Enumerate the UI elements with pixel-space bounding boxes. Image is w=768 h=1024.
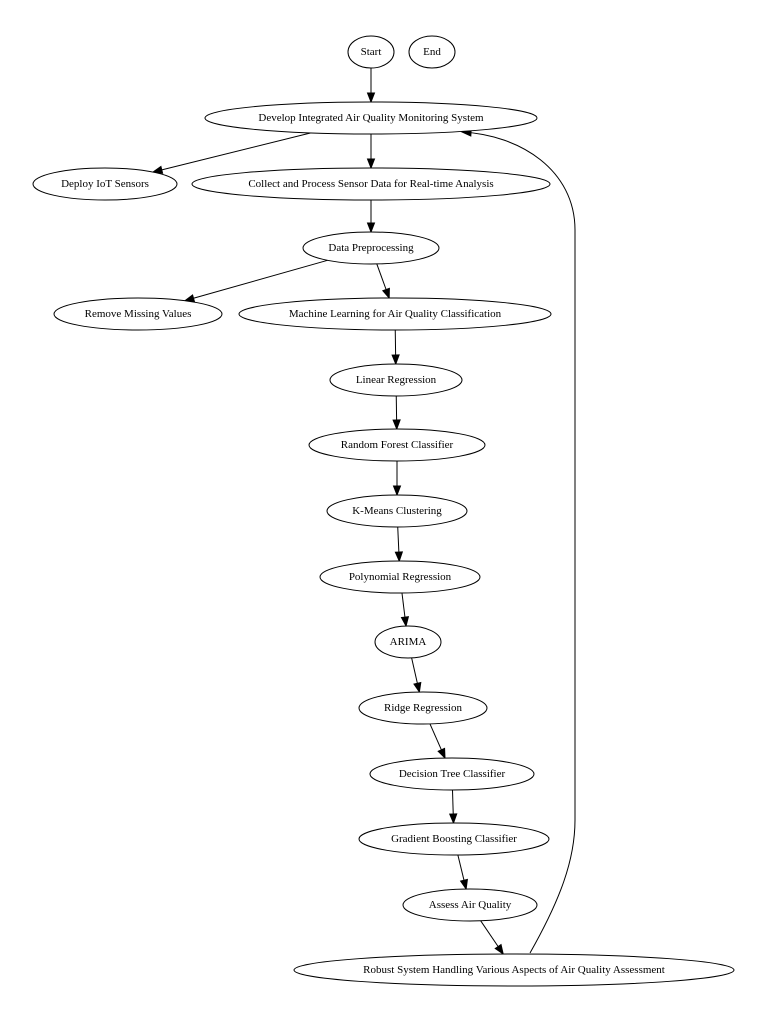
arrowhead-icon (392, 485, 402, 497)
node-develop: Develop Integrated Air Quality Monitorin… (204, 101, 538, 135)
node-shape (347, 35, 395, 69)
arrowhead-icon (366, 92, 376, 104)
node-label: Remove Missing Values (85, 308, 192, 320)
node-shape (302, 231, 440, 265)
edge-start-to-develop (366, 68, 376, 104)
edges-layer (151, 68, 576, 956)
node-start: Start (347, 35, 395, 69)
edge-line (397, 526, 400, 554)
node-kmeans: K-Means Clustering (326, 494, 468, 528)
node-label: Develop Integrated Air Quality Monitorin… (258, 112, 484, 124)
edge-preprocess-to-ml (376, 263, 390, 300)
node-shape (358, 822, 550, 856)
edge-polyreg-to-arima (400, 592, 410, 628)
edge-ml-to-linreg (391, 329, 400, 366)
node-end: End (408, 35, 456, 69)
node-shape (402, 888, 538, 922)
arrowhead-icon (392, 419, 401, 431)
edge-line (160, 132, 312, 171)
arrowhead-icon (394, 551, 404, 563)
node-shape (369, 757, 535, 791)
node-gboost: Gradient Boosting Classifier (358, 822, 550, 856)
node-ml: Machine Learning for Air Quality Classif… (238, 297, 552, 331)
arrowhead-icon (400, 616, 410, 628)
edge-preprocess-to-remove (183, 259, 328, 303)
edge-assess-to-robust (480, 920, 504, 956)
node-ridge: Ridge Regression (358, 691, 488, 725)
node-label: Deploy IoT Sensors (61, 178, 149, 190)
node-shape (326, 494, 468, 528)
edge-rf-to-kmeans (392, 461, 402, 497)
node-label: Collect and Process Sensor Data for Real… (248, 178, 493, 190)
node-label: Polynomial Regression (349, 571, 452, 583)
arrowhead-icon (391, 354, 400, 366)
arrowhead-icon (448, 813, 458, 825)
arrowhead-icon (381, 287, 390, 300)
edge-line (401, 592, 406, 619)
edge-line (451, 789, 454, 816)
edge-arima-to-ridge (411, 657, 422, 694)
node-label: Assess Air Quality (429, 899, 512, 911)
node-shape (358, 691, 488, 725)
arrowhead-icon (494, 943, 504, 956)
edge-line (429, 723, 443, 751)
node-shape (408, 35, 456, 69)
node-shape (53, 297, 223, 331)
node-shape (238, 297, 552, 331)
edge-line (376, 263, 387, 291)
node-label: Robust System Handling Various Aspects o… (363, 964, 665, 976)
node-dtree: Decision Tree Classifier (369, 757, 535, 791)
node-polyreg: Polynomial Regression (319, 560, 481, 594)
arrowhead-icon (366, 222, 376, 234)
node-preprocess: Data Preprocessing (302, 231, 440, 265)
edge-line (411, 657, 419, 685)
arrowhead-icon (366, 158, 376, 170)
node-shape (293, 953, 735, 987)
node-collect: Collect and Process Sensor Data for Real… (191, 167, 551, 201)
edge-collect-to-preprocess (366, 200, 376, 234)
node-arima: ARIMA (374, 625, 442, 659)
edge-line (192, 259, 328, 300)
node-label: Linear Regression (356, 374, 437, 386)
node-linreg: Linear Regression (329, 363, 463, 397)
node-label: Random Forest Classifier (341, 439, 454, 451)
arrowhead-icon (459, 878, 469, 891)
node-shape (319, 560, 481, 594)
node-label: Gradient Boosting Classifier (391, 833, 517, 845)
node-robust: Robust System Handling Various Aspects o… (293, 953, 735, 987)
node-shape (329, 363, 463, 397)
node-label: Ridge Regression (384, 702, 462, 714)
edge-line (461, 131, 576, 954)
edge-dtree-to-gboost (448, 789, 458, 825)
node-label: Data Preprocessing (328, 242, 414, 254)
edge-ridge-to-dtree (429, 723, 446, 760)
edge-kmeans-to-polyreg (394, 526, 404, 563)
node-shape (191, 167, 551, 201)
node-shape (308, 428, 486, 462)
node-remove: Remove Missing Values (53, 297, 223, 331)
edge-develop-to-deploy (151, 132, 312, 174)
arrowhead-icon (413, 681, 422, 694)
node-label: Machine Learning for Air Quality Classif… (289, 308, 502, 320)
arrowhead-icon (437, 747, 446, 760)
node-shape (374, 625, 442, 659)
node-label: ARIMA (390, 636, 427, 648)
edge-linreg-to-rf (392, 395, 401, 431)
edge-develop-to-collect (366, 134, 376, 170)
node-label: Decision Tree Classifier (399, 768, 506, 780)
node-shape (32, 167, 178, 201)
node-rf: Random Forest Classifier (308, 428, 486, 462)
node-label: End (423, 46, 441, 58)
node-label: Start (361, 46, 382, 58)
node-shape (204, 101, 538, 135)
edge-gboost-to-assess (457, 854, 469, 891)
node-deploy: Deploy IoT Sensors (32, 167, 178, 201)
node-assess: Assess Air Quality (402, 888, 538, 922)
edge-line (480, 920, 500, 948)
edge-line (457, 854, 465, 882)
node-label: K-Means Clustering (352, 505, 442, 517)
